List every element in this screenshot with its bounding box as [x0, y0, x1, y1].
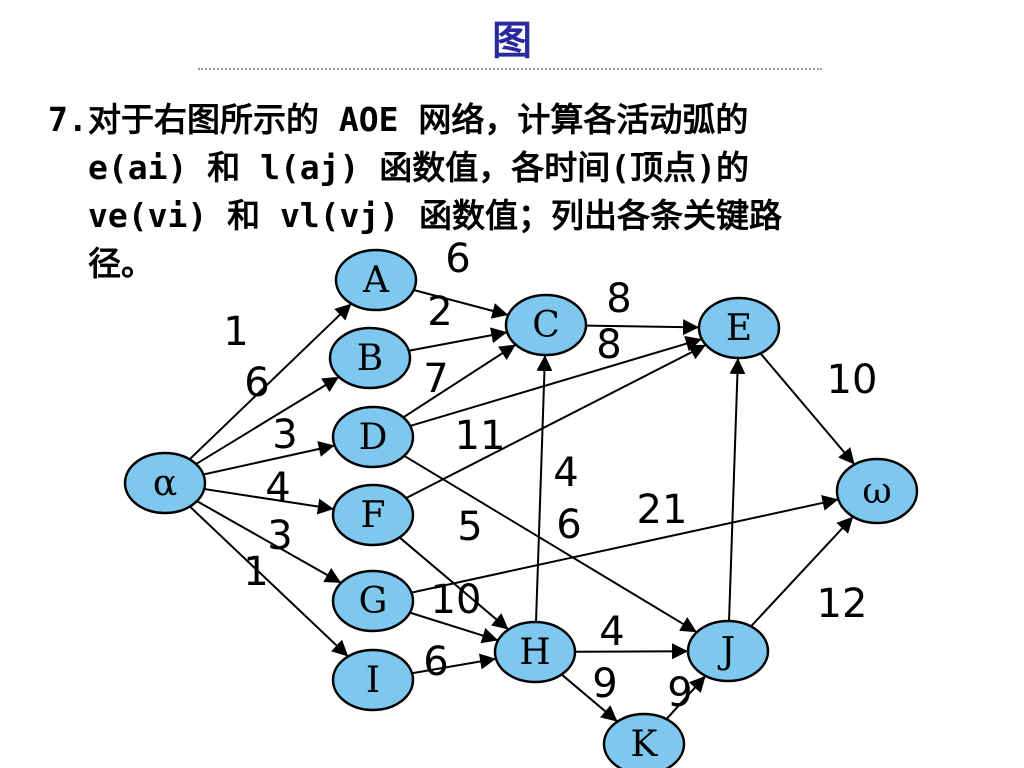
edge-D-C [402, 343, 517, 419]
edge-D-J [403, 454, 698, 634]
node-label-H: H [519, 632, 550, 673]
edge-F-E [405, 343, 707, 500]
node-shape-G [331, 569, 415, 633]
edge-weight-D-C: 7 [423, 356, 448, 402]
edge-weight-F-E: 11 [455, 413, 506, 459]
edge-weight-alpha-B: 6 [244, 360, 269, 406]
node-shape-H [493, 620, 577, 684]
node-label-K: K [631, 724, 659, 765]
node-J: J [686, 619, 770, 683]
edge-H-K [560, 673, 619, 723]
node-shape-omega [835, 457, 919, 525]
edge-weight-H-J: 4 [599, 609, 624, 655]
question-line-2: e(ai) 和 l(aj) 函数值，各时间(顶点)的 [88, 148, 750, 187]
node-omega: ω [835, 457, 919, 525]
edge-weight-K-J: 9 [667, 670, 692, 716]
node-label-C: C [532, 305, 560, 346]
node-shape-alpha [123, 451, 207, 515]
node-shape-E [697, 296, 781, 360]
edge-weight-E-omega: 10 [827, 357, 878, 403]
node-B: B [328, 326, 412, 390]
edge-D-E [409, 335, 703, 427]
node-shape-C [504, 293, 588, 357]
nodes-layer: α AB C D E F G H I J Kω [123, 248, 919, 768]
node-label-F: F [361, 495, 386, 536]
node-shape-I [331, 648, 415, 712]
edge-weight-H-K: 9 [592, 661, 617, 707]
edge-weight-alpha-F: 4 [265, 465, 290, 511]
node-shape-A [334, 248, 418, 312]
node-label-B: B [357, 338, 383, 379]
edge-G-H [409, 611, 499, 644]
node-A: A [334, 248, 418, 312]
node-shape-D [331, 405, 415, 469]
node-label-J: J [717, 631, 735, 672]
node-C: C [504, 293, 588, 357]
edge-G-omega [411, 495, 839, 594]
edge-alpha-B [195, 376, 340, 465]
edge-weight-D-E: 8 [596, 322, 621, 368]
node-shape-B [328, 326, 412, 390]
edges-layer [188, 289, 856, 723]
edge-weight-D-J: 6 [556, 502, 581, 548]
node-G: G [331, 569, 415, 633]
edge-weight-B-C: 2 [427, 289, 452, 335]
question-number: 7. [48, 100, 88, 139]
edge-A-C [413, 289, 509, 319]
question-line-4: 径。 [88, 244, 154, 283]
question-line-3: ve(vi) 和 vl(vj) 函数值；列出各条关键路 [88, 196, 783, 235]
edge-J-E [728, 357, 746, 622]
edge-weight-F-H: 5 [457, 504, 482, 550]
node-label-D: D [359, 417, 388, 458]
node-label-A: A [362, 260, 390, 301]
node-shape-F [331, 483, 415, 547]
node-D: D [331, 405, 415, 469]
node-label-E: E [726, 308, 752, 349]
node-label-omega: ω [862, 471, 891, 512]
edge-weight-alpha-G: 3 [267, 513, 292, 559]
edge-weight-G-H: 10 [431, 577, 482, 623]
node-label-I: I [366, 660, 380, 701]
node-F: F [331, 483, 415, 547]
edge-weight-C-E: 8 [606, 276, 631, 322]
edge-alpha-A [188, 302, 353, 461]
edge-B-C [408, 327, 508, 352]
edge-weight-alpha-D: 3 [272, 412, 297, 458]
node-H: H [493, 620, 577, 684]
edge-weight-J-omega: 12 [817, 581, 868, 627]
node-shape-J [686, 619, 770, 683]
edge-J-omega [750, 515, 854, 628]
edge-weight-A-C: 6 [445, 236, 470, 282]
edge-alpha-D [203, 441, 335, 476]
node-alpha: α [123, 451, 207, 515]
edge-alpha-F [204, 488, 334, 515]
edge-alpha-G [196, 500, 342, 584]
edge-weight-H-C: 4 [553, 450, 578, 496]
question-line-1: 对于右图所示的 AOE 网络，计算各活动弧的 [88, 100, 749, 139]
node-shape-K [602, 712, 686, 768]
node-E: E [697, 296, 781, 360]
node-K: K [602, 712, 686, 768]
edge-I-H [411, 653, 497, 675]
edge-alpha-I [189, 505, 349, 658]
edge-K-J [665, 675, 707, 720]
page-title: 图 [492, 17, 532, 64]
edge-weight-I-H: 6 [423, 639, 448, 685]
edge-weight-G-omega: 21 [637, 487, 688, 533]
edge-H-C [535, 354, 553, 623]
node-label-alpha: α [153, 463, 177, 504]
edge-H-J [574, 643, 689, 660]
edge-weight-alpha-A: 1 [223, 309, 248, 355]
node-I: I [331, 648, 415, 712]
edge-C-E [585, 319, 700, 336]
edge-E-omega [759, 352, 856, 466]
node-label-G: G [359, 581, 388, 622]
title-divider [198, 68, 822, 70]
edge-weight-alpha-I: 1 [243, 549, 268, 595]
